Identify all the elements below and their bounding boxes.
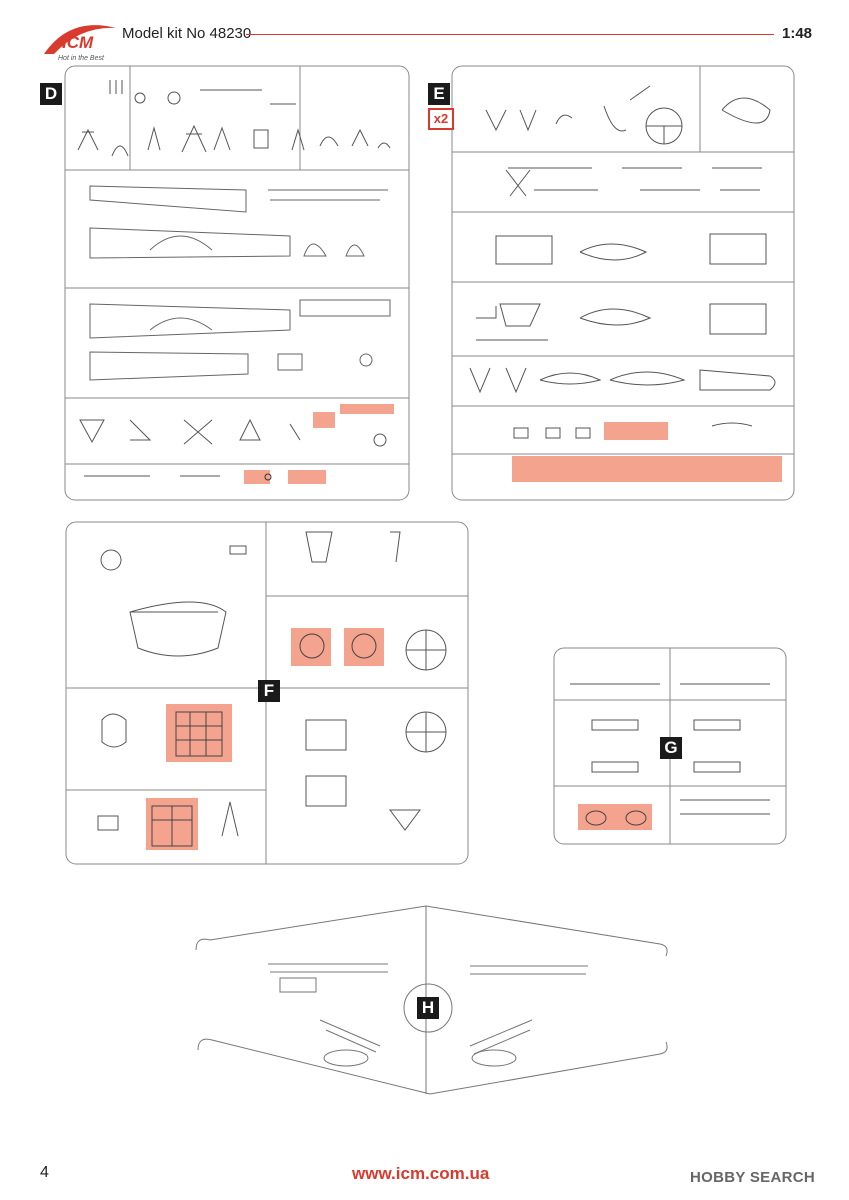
brand-slogan: Hot in the Best — [58, 55, 105, 62]
sprue-e-highlights — [512, 422, 782, 482]
sprue-e-frame — [451, 65, 795, 501]
sprue-f-highlights — [146, 628, 384, 850]
sprue-d-label: D — [40, 83, 62, 105]
kit-title: Model kit No 48230 — [122, 25, 252, 42]
brand-text: ICM — [62, 33, 94, 52]
website-link[interactable]: www.icm.com.ua — [352, 1164, 490, 1183]
sprue-f-label: F — [258, 680, 280, 702]
page-number: 4 — [40, 1164, 49, 1181]
sprue-g-highlights — [578, 804, 652, 830]
sprue-h-label: H — [417, 997, 439, 1019]
icm-logo: ICM Hot in the Best — [40, 18, 120, 64]
scale-label: 1:48 — [782, 25, 813, 42]
sprue-d-frame — [64, 65, 410, 501]
sprue-g-label: G — [660, 737, 682, 759]
sprue-e-multiplier: x2 — [428, 108, 454, 130]
sprue-d-highlights — [244, 404, 394, 484]
header-rule — [246, 34, 774, 35]
watermark-text: HOBBY SEARCH — [690, 1169, 816, 1186]
sprue-e-label: E — [428, 83, 450, 105]
